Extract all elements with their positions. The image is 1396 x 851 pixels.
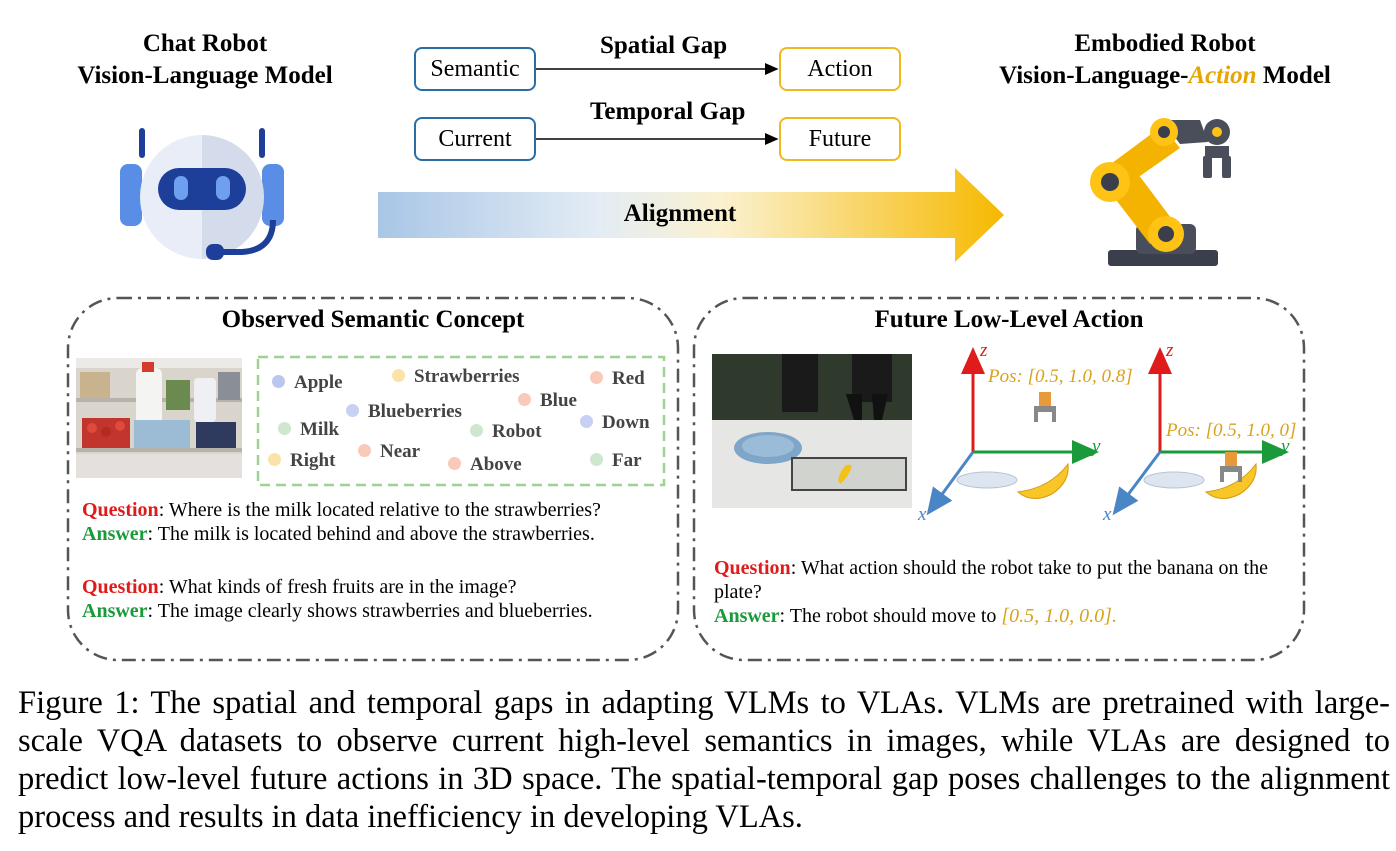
concept-robot: Robot	[470, 421, 542, 443]
right-panel-border	[692, 296, 1306, 662]
embodied-robot-title: Embodied Robot	[1074, 30, 1256, 57]
semantic-node: Semantic	[414, 47, 536, 91]
panel-borders	[66, 296, 1306, 662]
x-axis-2	[1112, 451, 1162, 516]
question-2: Question: What kinds of fresh fruits are…	[82, 576, 517, 598]
fridge-image	[76, 358, 242, 478]
concept-box-border	[256, 355, 666, 487]
concept-above: Above	[448, 454, 522, 476]
vla-title-action: Action	[1188, 62, 1257, 89]
concept-right: Right	[268, 450, 335, 472]
z-label-2: z	[1166, 340, 1174, 361]
robot-scene-image	[712, 354, 912, 508]
y-label-2: y	[1281, 436, 1290, 457]
dot-icon	[580, 415, 593, 429]
question-3: Question: What action should the robot t…	[714, 557, 1268, 603]
concept-near: Near	[358, 441, 420, 463]
concept-blueberries: Blueberries	[346, 401, 462, 423]
x-axis-1	[926, 451, 975, 516]
gripper-icon-1	[1034, 392, 1056, 422]
answer-3: Answer: The robot should move to [0.5, 1…	[714, 605, 1117, 627]
dot-icon	[272, 375, 285, 389]
banana-icon-1	[1016, 462, 1069, 499]
embodied-robot-heading: Embodied Robot Vision-Language-Action Mo…	[960, 28, 1370, 92]
dot-icon	[358, 444, 371, 458]
dot-icon	[346, 404, 359, 418]
left-panel-border	[66, 296, 680, 662]
vlm-title: Vision-Language Model	[77, 62, 333, 89]
alignment-arrow	[378, 168, 1004, 262]
dot-icon	[470, 424, 483, 438]
dot-icon	[278, 422, 291, 436]
left-qa-2: Question: What kinds of fresh fruits are…	[82, 575, 672, 623]
concept-blue: Blue	[518, 390, 577, 412]
position-label-1: Pos: [0.5, 1.0, 0.8]	[988, 366, 1133, 387]
vla-title-suffix: Model	[1256, 62, 1331, 89]
chat-robot-title: Chat Robot	[142, 30, 268, 57]
y-label-1: y	[1092, 436, 1101, 457]
question-1: Question: Where is the milk located rela…	[82, 499, 601, 521]
answer-2: Answer: The image clearly shows strawber…	[82, 600, 593, 622]
current-node: Current	[414, 117, 536, 161]
right-panel-title: Future Low-Level Action	[874, 306, 1144, 333]
concept-milk: Milk	[278, 419, 339, 441]
concept-down: Down	[580, 412, 650, 434]
robot-arm-icon	[1090, 118, 1231, 266]
alignment-label: Alignment	[623, 200, 737, 227]
concept-red: Red	[590, 368, 645, 390]
x-label-1: x	[918, 504, 927, 525]
spatial-gap-label: Spatial Gap	[600, 32, 728, 59]
action-node: Action	[779, 47, 901, 91]
x-label-2: x	[1103, 504, 1112, 525]
dot-icon	[448, 457, 461, 471]
action-axes-diagram	[926, 347, 1289, 516]
right-qa: Question: What action should the robot t…	[714, 556, 1274, 628]
dot-icon	[268, 453, 281, 467]
gap-connectors	[378, 63, 1004, 262]
gripper-icon-2	[1220, 452, 1242, 482]
z-label-1: z	[980, 340, 988, 361]
left-qa-1: Question: Where is the milk located rela…	[82, 498, 672, 546]
position-label-2: Pos: [0.5, 1.0, 0]	[1166, 420, 1297, 441]
temporal-gap-label: Temporal Gap	[590, 98, 746, 125]
dot-icon	[590, 371, 603, 385]
banana-icon-2	[1204, 462, 1257, 499]
concept-apple: Apple	[272, 372, 343, 394]
left-panel-title: Observed Semantic Concept	[221, 306, 525, 333]
concept-strawberries: Strawberries	[392, 366, 520, 388]
answer-1: Answer: The milk is located behind and a…	[82, 523, 595, 545]
vla-title: Vision-Language-Action Model	[960, 60, 1370, 92]
chat-robot-heading: Chat Robot Vision-Language Model	[40, 28, 370, 92]
chat-robot-icon	[120, 128, 284, 260]
dot-icon	[518, 393, 531, 407]
figure-caption: Figure 1: The spatial and temporal gaps …	[18, 685, 1390, 835]
future-node: Future	[779, 117, 901, 161]
dot-icon	[392, 369, 405, 383]
vla-title-prefix: Vision-Language-	[999, 62, 1189, 89]
concept-far: Far	[590, 450, 642, 472]
dot-icon	[590, 453, 603, 467]
